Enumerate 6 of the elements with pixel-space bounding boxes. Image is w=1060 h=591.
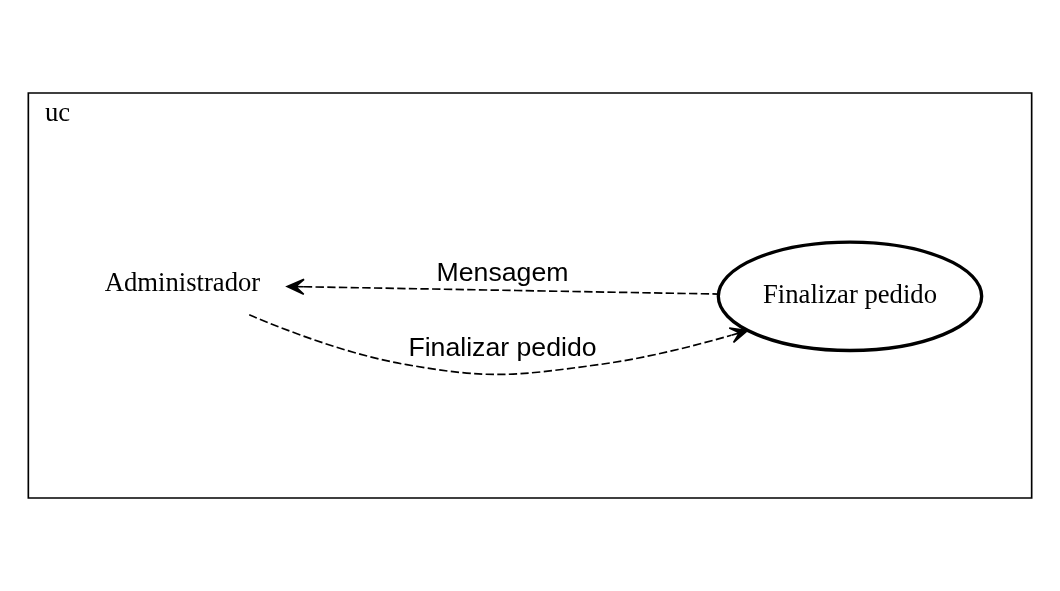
- node-text: Administrador: [104, 267, 261, 297]
- edge-label: Finalizar pedido: [408, 332, 597, 362]
- edge-label: Mensagem: [436, 257, 569, 287]
- arrow: [286, 278, 720, 296]
- node-ellipse: Finalizar pedido: [716, 240, 984, 353]
- arrow: [248, 313, 749, 376]
